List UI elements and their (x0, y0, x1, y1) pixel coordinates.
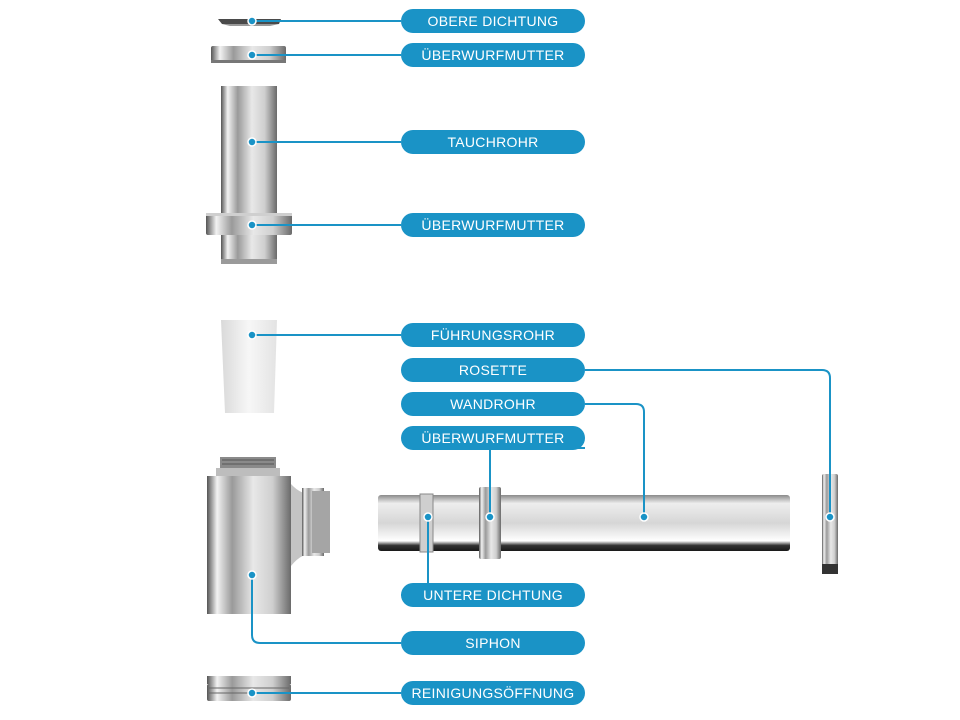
label-siphon: SIPHON (401, 631, 585, 655)
fuehrungsrohr-part (221, 320, 277, 413)
label-tauchrohr: TAUCHROHR (401, 130, 585, 154)
label-reinigungsoeffnung: REINIGUNGSÖFFNUNG (401, 681, 585, 705)
ueberwurfmutter-3-part (479, 487, 501, 559)
wandrohr-part (378, 493, 790, 553)
label-untere-dichtung: UNTERE DICHTUNG (401, 583, 585, 607)
siphon-part (207, 457, 330, 614)
label-ueberwurfmutter-1: ÜBERWURFMUTTER (401, 43, 585, 67)
label-fuehrungsrohr: FÜHRUNGSROHR (401, 323, 585, 347)
label-ueberwurfmutter-3: ÜBERWURFMUTTER (401, 426, 585, 450)
anchor-dots (247, 16, 835, 698)
label-wandrohr: WANDROHR (401, 392, 585, 416)
tauchrohr-part (221, 86, 277, 264)
rosette-part (822, 474, 838, 574)
label-ueberwurfmutter-2: ÜBERWURFMUTTER (401, 213, 585, 237)
reinigungsoeffnung-part (207, 676, 291, 701)
label-obere-dichtung: OBERE DICHTUNG (401, 9, 585, 33)
label-rosette: ROSETTE (401, 358, 585, 382)
